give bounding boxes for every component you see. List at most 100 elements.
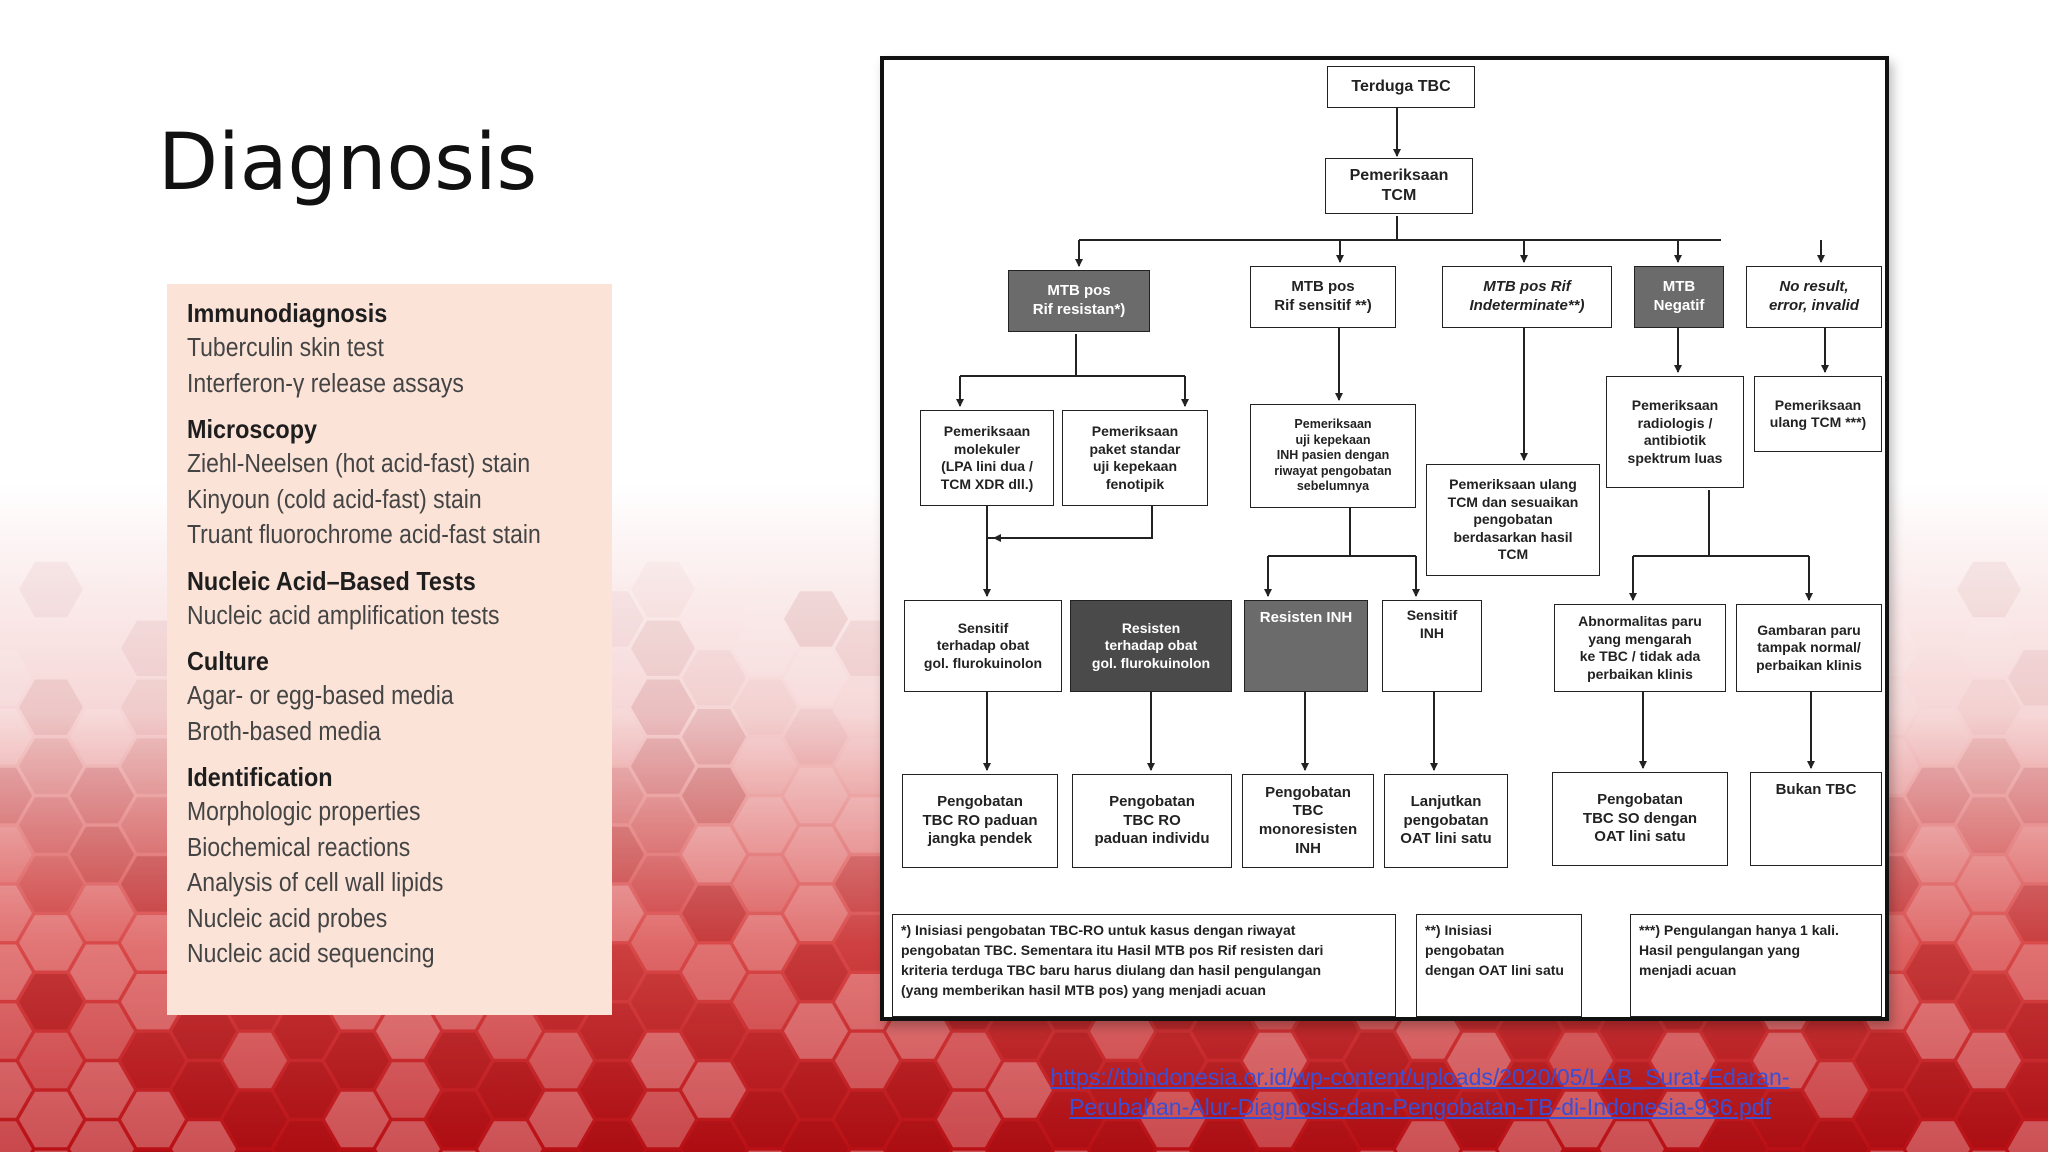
hexagon-tile — [682, 532, 746, 588]
hexagon-tile — [835, 1032, 899, 1089]
node-bukan-tbc: Bukan TBC — [1750, 772, 1882, 866]
node-mtb-negatif: MTB Negatif — [1634, 266, 1724, 328]
node-resisten-flurokuinolon: Resisten terhadap obat gol. flurokuinolo… — [1070, 600, 1232, 692]
node-pemeriksaan-paket-standar: Pemeriksaan paket standar uji kepekaan f… — [1062, 410, 1208, 506]
hexagon-tile — [784, 650, 848, 706]
hexagon-tile — [1957, 797, 2021, 853]
hexagon-tile — [0, 885, 32, 942]
node-pengobatan-ro-jangka-pendek: Pengobatan TBC RO paduan jangka pendek — [902, 774, 1058, 868]
node-uji-kepekaan-inh: Pemeriksaan uji kepekaan INH pasien deng… — [1250, 404, 1416, 508]
hexagon-tile — [2008, 944, 2048, 1000]
node-pemeriksaan-ulang-tcm: Pemeriksaan ulang TCM ***) — [1754, 376, 1882, 452]
list-item: Biochemical reactions — [187, 833, 411, 862]
hexagon-tile — [733, 1091, 797, 1148]
list-item: Truant fluorochrome acid-fast stain — [187, 521, 541, 549]
hexagon-tile — [1855, 1032, 1919, 1089]
section-heading: Identification — [187, 762, 333, 792]
hexagon-tile — [19, 974, 83, 1030]
hexagon-tile — [325, 1032, 389, 1089]
hexagon-tile — [19, 738, 83, 794]
hexagon-tile — [0, 826, 32, 883]
source-link-line-2[interactable]: Perubahan-Alur-Diagnosis-dan-Pengobatan-… — [1069, 1094, 1771, 1120]
list-item: Nucleic acid probes — [187, 904, 388, 933]
hexagon-tile — [682, 944, 746, 1000]
hexagon-tile — [886, 1062, 950, 1118]
hexagon-tile — [1906, 532, 1970, 588]
hexagon-tile — [580, 1003, 644, 1059]
list-item: Broth-based media — [187, 717, 381, 746]
hexagon-tile — [1702, 1062, 1766, 1118]
hexagon-tile — [1753, 1032, 1817, 1089]
hexagon-tile — [1549, 1032, 1613, 1089]
hexagon-tile — [1906, 885, 1970, 942]
list-item: Tuberculin skin test — [187, 334, 384, 362]
node-no-result: No result, error, invalid — [1746, 266, 1882, 328]
hexagon-tile — [1804, 1121, 1868, 1152]
footnote-single-asterisk: *) Inisiasi pengobatan TBC-RO untuk kasu… — [892, 914, 1396, 1017]
section-nucleic-acid-tests: Nucleic Acid–Based Tests Nucleic acid am… — [187, 564, 612, 635]
hexagon-tile — [19, 1091, 83, 1148]
source-link-line-1[interactable]: https://tbindonesia.or.id/wp-content/upl… — [1050, 1064, 1790, 1090]
hexagon-tile — [1957, 561, 2021, 618]
hexagon-tile — [733, 561, 797, 618]
hexagon-tile — [682, 1121, 746, 1152]
hexagon-tile — [682, 709, 746, 765]
hexagon-tile — [1957, 915, 2021, 971]
hexagon-tile — [1906, 1062, 1970, 1118]
hexagon-tile — [784, 1003, 848, 1059]
hexagon-tile — [0, 1003, 32, 1059]
hexagon-tile — [70, 826, 134, 883]
hexagon-tile — [19, 915, 83, 971]
hexagon-tile — [1039, 1091, 1103, 1148]
hexagon-tile — [0, 650, 32, 706]
hexagon-tile — [631, 797, 695, 853]
hexagon-tile — [1702, 1121, 1766, 1152]
list-item: Interferon-γ release assays — [187, 369, 464, 398]
hexagon-tile — [784, 826, 848, 883]
section-microscopy: Microscopy Ziehl-Neelsen (hot acid-fast)… — [187, 412, 612, 554]
hexagon-tile — [70, 767, 134, 824]
hexagon-tile — [631, 679, 695, 735]
node-lanjutkan-pengobatan: Lanjutkan pengobatan OAT lini satu — [1384, 774, 1508, 868]
list-item: Morphologic properties — [187, 798, 421, 826]
hexagon-tile — [1447, 1091, 1511, 1148]
hexagon-tile — [19, 1032, 83, 1089]
source-link[interactable]: https://tbindonesia.or.id/wp-content/upl… — [980, 1062, 1860, 1122]
hexagon-tile — [172, 1003, 236, 1059]
section-identification: Identification Morphologic properties Bi… — [187, 760, 612, 973]
footnote-triple-asterisk: ***) Pengulangan hanya 1 kali. Hasil pen… — [1630, 914, 1882, 1017]
hexagon-tile — [274, 1062, 338, 1118]
hexagon-tile — [1957, 856, 2021, 912]
hexagon-tile — [988, 1062, 1052, 1118]
node-mtb-rif-indeterminate: MTB pos Rif Indeterminate**) — [1442, 266, 1612, 328]
node-mtb-rif-sensitif: MTB pos Rif sensitif **) — [1250, 266, 1396, 328]
hexagon-tile — [580, 1121, 644, 1152]
hexagon-tile — [529, 1032, 593, 1089]
list-item: Agar- or egg-based media — [187, 682, 454, 710]
hexagon-tile — [784, 1062, 848, 1118]
hexagon-tile — [478, 1003, 542, 1059]
hexagon-tile — [0, 709, 32, 765]
hexagon-tile — [19, 797, 83, 853]
hexagon-tile — [2008, 885, 2048, 942]
hexagon-tile — [172, 1062, 236, 1118]
hexagon-tile — [427, 1032, 491, 1089]
hexagon-tile — [1906, 767, 1970, 824]
hexagon-tile — [733, 1032, 797, 1089]
hexagon-tile — [19, 856, 83, 912]
hexagon-tile — [1090, 1121, 1154, 1152]
hexagon-tile — [2008, 650, 2048, 706]
node-pemeriksaan-molekuler: Pemeriksaan molekuler (LPA lini dua / TC… — [920, 410, 1054, 506]
hexagon-tile — [1294, 1062, 1358, 1118]
flowchart-connectors — [956, 108, 1829, 771]
hexagon-tile — [1498, 1121, 1562, 1152]
hexagon-tile — [1141, 1032, 1205, 1089]
hexagon-tile — [835, 1091, 899, 1148]
hexagon-tile — [1090, 1062, 1154, 1118]
hexagon-tile — [631, 620, 695, 676]
hexagon-tile — [1243, 1032, 1307, 1089]
hexagon-tile — [1345, 1032, 1409, 1089]
hexagon-tile — [0, 944, 32, 1000]
hexagon-tile — [223, 1091, 287, 1148]
hexagon-tile — [529, 1091, 593, 1148]
